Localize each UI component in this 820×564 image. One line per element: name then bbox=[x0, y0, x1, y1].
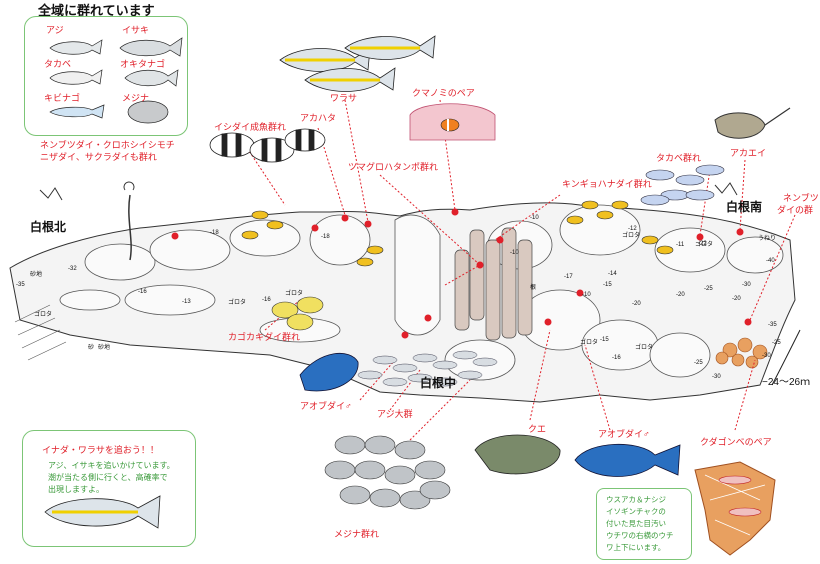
label-kudagonbe: クダゴンベのペア bbox=[700, 437, 772, 447]
depth-marker: -12 bbox=[628, 226, 637, 232]
depth-marker: -15 bbox=[600, 337, 609, 343]
label-depth-range: −24〜26ｍ bbox=[762, 377, 811, 388]
site-south: 白根南 bbox=[726, 200, 763, 214]
label-ishidai: イシダイ成魚群れ bbox=[214, 122, 287, 132]
depth-marker: -16 bbox=[138, 289, 147, 295]
depth-marker: -32 bbox=[68, 266, 77, 272]
label-aji-school: アジ大群 bbox=[377, 409, 413, 419]
legend-item-isaki: イサキ bbox=[122, 25, 150, 35]
terrain-label: ゴロタ bbox=[285, 291, 304, 297]
terrain-label: 砂 bbox=[88, 345, 95, 351]
legend-item-okitanago: オキタナゴ bbox=[120, 59, 166, 69]
depth-marker: -30 bbox=[742, 282, 751, 288]
depth-marker: -20 bbox=[676, 292, 685, 298]
site-middle: 白根中 bbox=[420, 376, 457, 390]
depth-marker: -20 bbox=[732, 296, 741, 302]
tip-line-1: アジ、イサキを追いかけています。 bbox=[48, 461, 175, 470]
depth-marker: -15 bbox=[603, 282, 612, 288]
terrain-label: 砂地 bbox=[30, 272, 43, 278]
label-warasa: ワラサ bbox=[330, 93, 358, 103]
depth-marker: -13 bbox=[182, 299, 191, 305]
depth-marker: -20 bbox=[632, 301, 641, 307]
label-mejina-school: メジナ群れ bbox=[334, 529, 380, 539]
label-tsumaguro: ツマグロハタンポ群れ bbox=[348, 162, 439, 172]
depth-marker: -18 bbox=[321, 234, 330, 240]
depth-marker: -16 bbox=[612, 355, 621, 361]
page-title: 全域に群れています bbox=[38, 3, 155, 18]
tip-line-2: 潮が当たる側に行くと、高確率で bbox=[48, 473, 168, 482]
depth-marker: -10 bbox=[510, 250, 519, 256]
label-kumanomi: クマノミのペア bbox=[412, 88, 475, 98]
label-aobudai-left: アオブダイ♂ bbox=[300, 401, 352, 411]
depth-marker: -35 bbox=[16, 282, 25, 288]
depth-marker: -10 bbox=[530, 215, 539, 221]
label-kue: クエ bbox=[528, 424, 547, 434]
depth-marker: -30 bbox=[712, 374, 721, 380]
label-nenbutsu-1: ネンブツ bbox=[783, 193, 819, 203]
site-north: 白根北 bbox=[30, 220, 67, 234]
terrain-label: ゴロタ bbox=[228, 300, 247, 306]
depth-marker: -30 bbox=[762, 353, 771, 359]
depth-marker: -17 bbox=[564, 274, 573, 280]
label-takabe-school: タカベ群れ bbox=[656, 153, 702, 163]
depth-marker: -18 bbox=[210, 230, 219, 236]
depth-marker: -11 bbox=[676, 242, 685, 248]
depth-marker: -40 bbox=[766, 258, 775, 264]
depth-marker: -22 bbox=[698, 241, 707, 247]
note-box bbox=[596, 488, 692, 560]
label-kingyo: キンギョハナダイ群れ bbox=[562, 179, 652, 189]
depth-marker: -35 bbox=[768, 322, 777, 328]
depth-marker: -14 bbox=[608, 271, 617, 277]
label-nenbutsu-2: ダイの群 bbox=[777, 205, 814, 215]
tip-line-3: 出現しますよ。 bbox=[48, 485, 104, 494]
legend-note-1: ネンブツダイ・クロホシイシモチ bbox=[40, 140, 175, 150]
terrain-label: ゴロタ bbox=[635, 345, 654, 351]
depth-marker: -16 bbox=[262, 297, 271, 303]
label-kagokakidai: カゴカキダイ群れ bbox=[228, 332, 301, 342]
legend-item-kibinago: キビナゴ bbox=[44, 93, 81, 103]
terrain-label: ゴロタ bbox=[34, 312, 53, 318]
legend-item-mejina: メジナ bbox=[122, 93, 150, 103]
terrain-label: 根 bbox=[530, 285, 537, 291]
terrain-label: ゴロタ bbox=[622, 233, 641, 239]
tip-heading: イナダ・ワラサを追おう！！ bbox=[42, 445, 159, 455]
note-line-4: ウチワの右横のウチ bbox=[606, 531, 674, 540]
legend-item-takabe: タカベ bbox=[44, 59, 72, 69]
depth-marker: -25 bbox=[772, 340, 781, 346]
terrain-label: ゴロタ bbox=[580, 340, 599, 346]
note-line-5: ワ上下にいます。 bbox=[606, 543, 666, 552]
label-akahata: アカハタ bbox=[300, 113, 337, 123]
depth-marker: -25 bbox=[694, 360, 703, 366]
terrain-label: うねり bbox=[758, 236, 777, 242]
note-line-1: ウスアカ＆ナシジ bbox=[606, 495, 666, 504]
depth-marker: -25 bbox=[704, 286, 713, 292]
legend-box bbox=[24, 16, 188, 136]
note-line-3: 付いた見た目汚い bbox=[606, 519, 666, 528]
legend-note-2: ニザダイ、サクラダイも群れ bbox=[40, 152, 157, 162]
terrain-label: 砂地 bbox=[98, 345, 111, 351]
label-aobudai-right: アオブダイ♂ bbox=[598, 429, 650, 439]
depth-marker: -10 bbox=[582, 292, 591, 298]
tip-box bbox=[22, 430, 196, 547]
terrain-label: ゴロタ bbox=[695, 242, 714, 248]
note-line-2: イソギンチャクの bbox=[606, 507, 666, 516]
legend-item-aji: アジ bbox=[46, 25, 64, 35]
label-akaei: アカエイ bbox=[730, 148, 767, 158]
